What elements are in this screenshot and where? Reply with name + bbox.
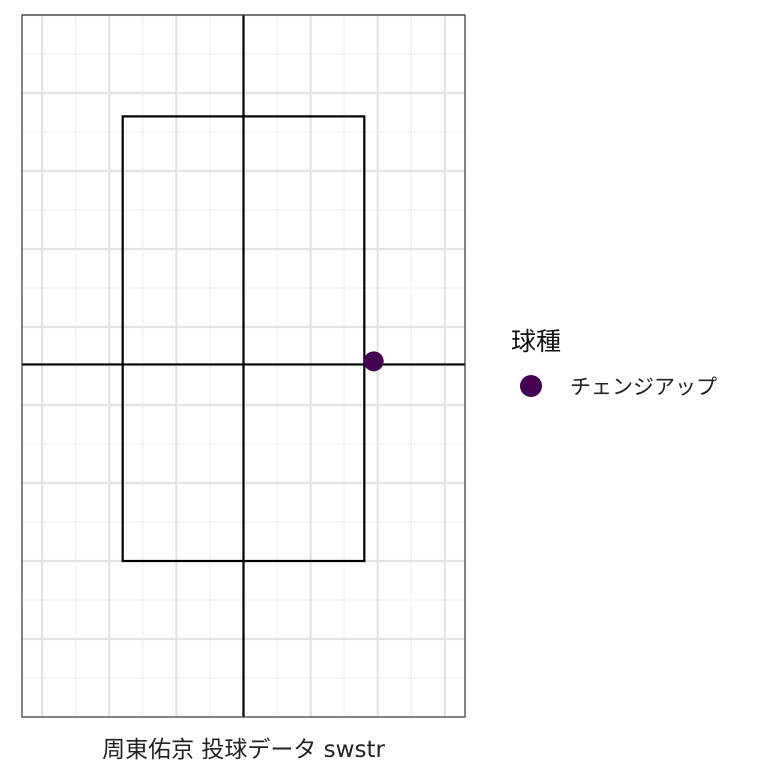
pitch-point — [363, 351, 384, 372]
x-axis-title: 周東佑京 投球データ swstr — [102, 737, 385, 763]
data-points — [363, 351, 384, 372]
legend-title: 球種 — [511, 327, 562, 356]
legend-label: チェンジアップ — [570, 375, 717, 399]
plot-border — [21, 14, 466, 718]
legend-swatch — [520, 375, 542, 397]
legend-item-changeup: チェンジアップ — [520, 372, 717, 400]
